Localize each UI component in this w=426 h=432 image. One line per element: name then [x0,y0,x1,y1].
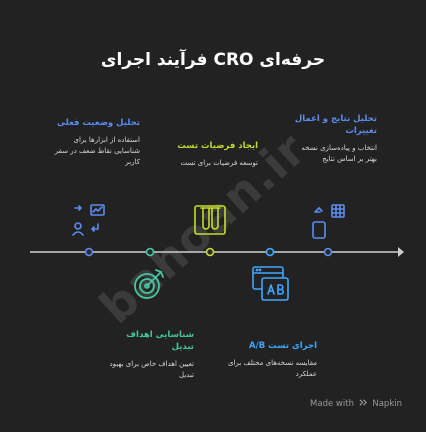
timeline-node-1 [84,247,94,257]
step-description: انتخاب و پیاده‌سازی نسخه بهتر بر اساس نت… [301,144,377,163]
napkin-logo-icon [359,399,367,406]
step-ab-test: اجرای تست A/B مقایسه نسخه‌های مختلف برای… [227,340,317,380]
step-title: ایجاد فرضیات تست [177,141,258,151]
step-results: تحلیل نتایج و اعمال تغییرات انتخاب و پیا… [293,113,377,165]
step-description: تعیین اهداف خاص برای بهبود تبدیل [109,360,194,379]
step-description: توسعه فرضیات برای تست [180,159,258,167]
device-grid-icon [312,204,345,239]
timeline-node-2 [145,247,155,257]
napkin-brand: Napkin [372,399,402,409]
target-icon [134,269,164,299]
step-hypotheses: ایجاد فرضیات تست توسعه فرضیات برای تست [170,140,258,169]
test-tubes-icon [194,205,226,235]
page-title: حرفه‌ای CRO فرآیند اجرای [100,50,326,70]
ab-test-icon [252,266,289,301]
step-title: تحلیل وضعیت فعلی [57,118,140,128]
step-title: شناسایی اهداف تبدیل [126,330,194,352]
timeline-node-4 [265,247,275,257]
made-with-napkin: Made with Napkin [310,398,402,409]
step-description: استفاده از ابزارها برای شناسایی نقاط ضعف… [54,136,140,166]
timeline-node-5 [323,247,333,257]
step-goals: شناسایی اهداف تبدیل تعیین اهداف خاص برای… [104,329,194,381]
made-with-label: Made with [310,399,354,409]
step-description: مقایسه نسخه‌های مختلف برای عملکرد [228,359,317,378]
timeline-node-3 [205,247,215,257]
timeline-arrowhead [398,247,404,257]
step-analyze: تحلیل وضعیت فعلی استفاده از ابزارها برای… [48,117,140,168]
step-title: اجرای تست A/B [249,341,317,351]
analytics-users-icon [72,204,105,236]
step-title: تحلیل نتایج و اعمال تغییرات [294,114,377,136]
